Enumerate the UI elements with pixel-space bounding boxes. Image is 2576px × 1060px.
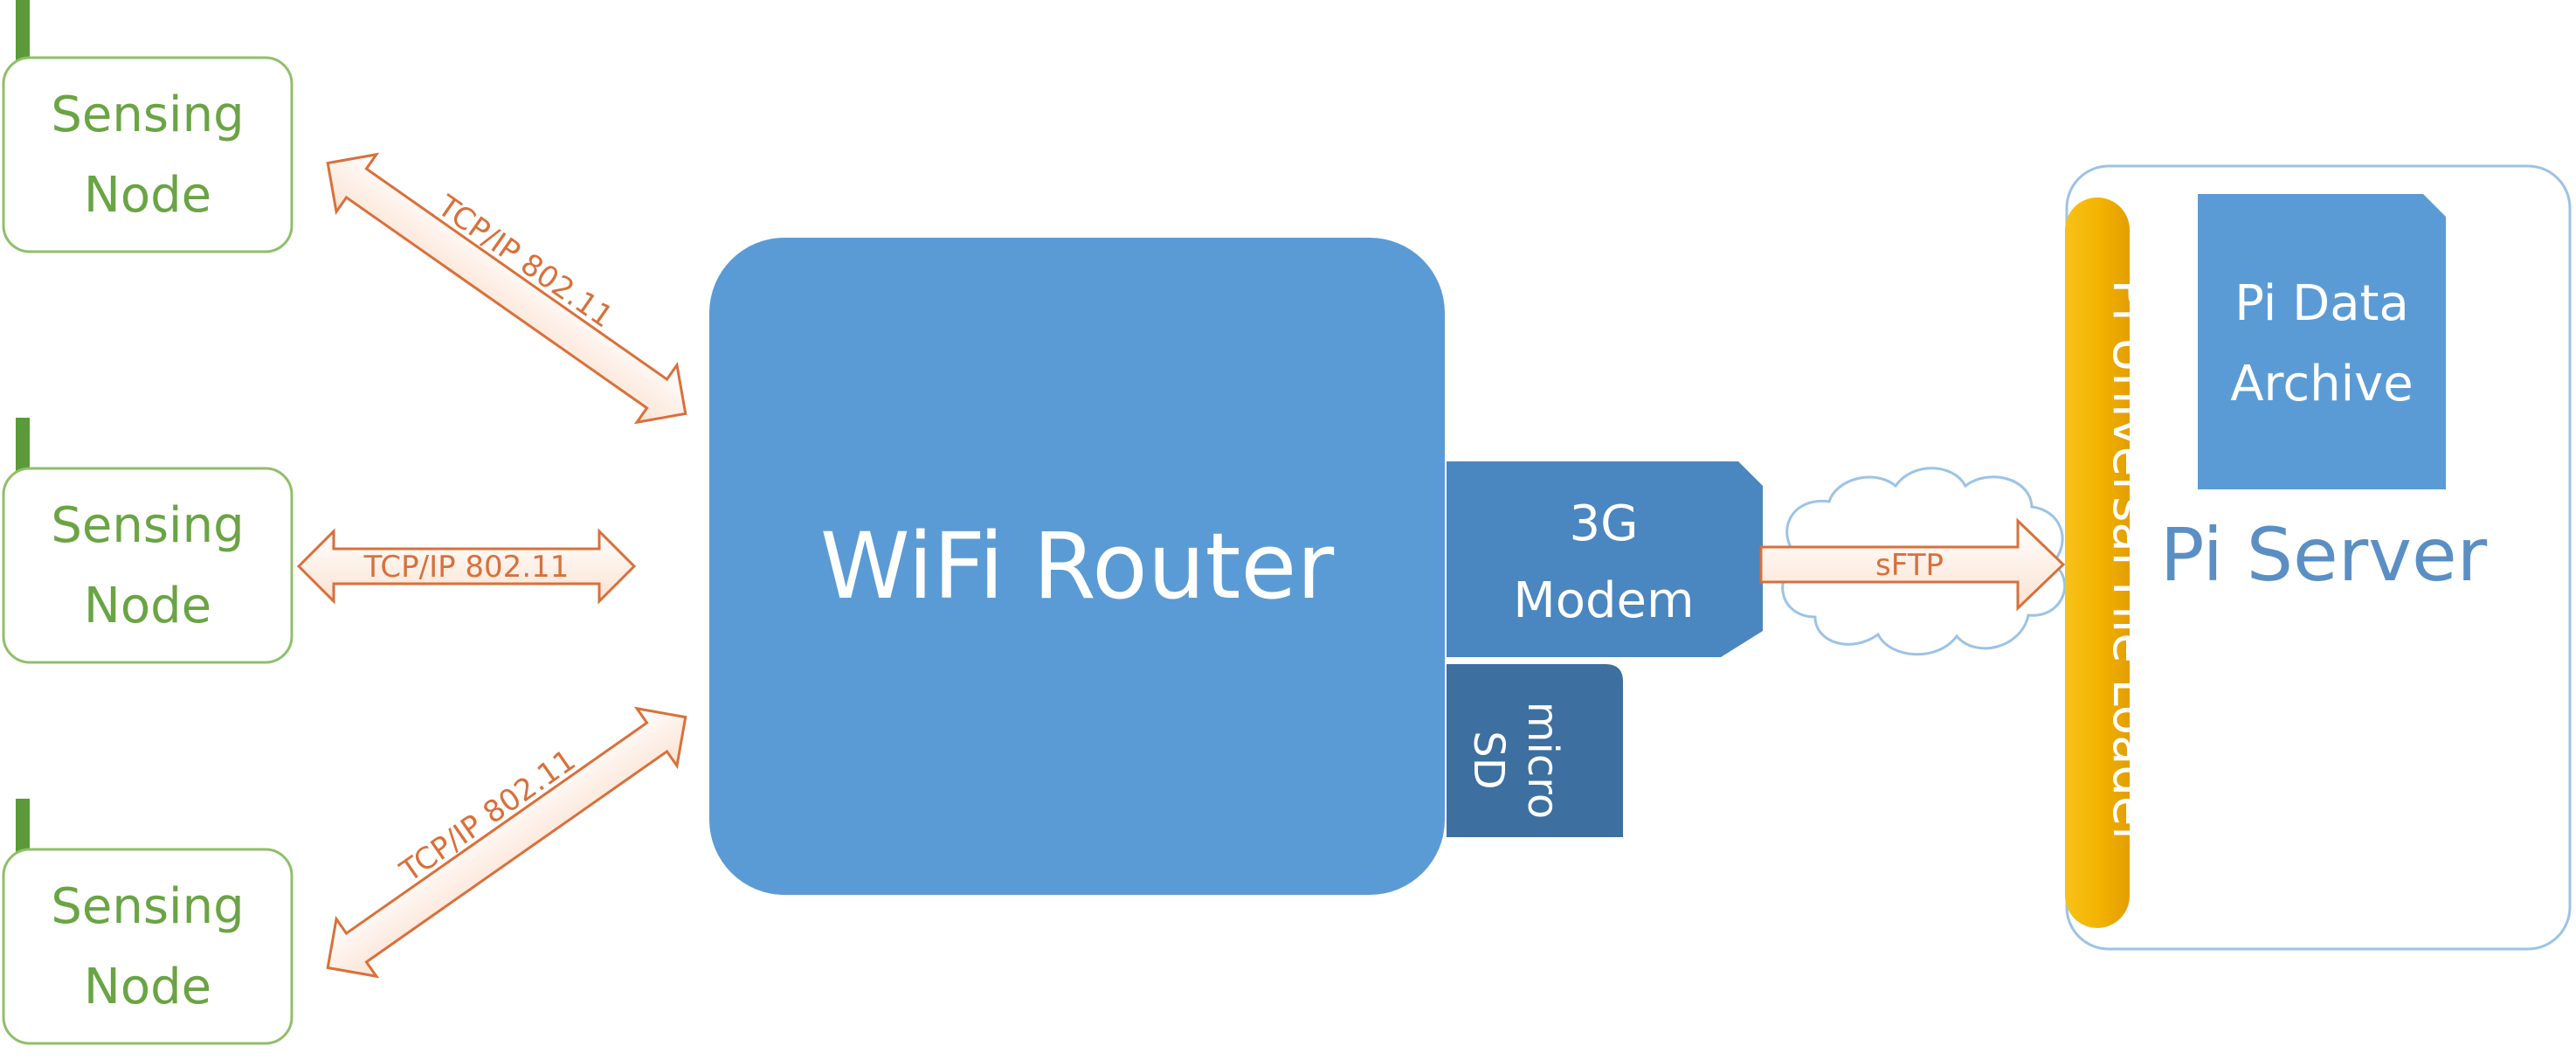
archive-box: [2198, 194, 2446, 489]
link-arrow-2: TCP/IP 802.11: [296, 528, 637, 605]
right-arrow-icon: [1759, 517, 2066, 612]
sensing-node-box: [2, 56, 294, 253]
double-arrow-icon: [326, 706, 687, 979]
sftp-label: sFTP: [1875, 548, 1944, 583]
archive-label-line2: Archive: [2230, 356, 2414, 412]
archive-label-line1: Pi Data: [2234, 275, 2409, 332]
modem-box: [1447, 461, 1763, 657]
double-arrow-icon: [296, 528, 637, 605]
sd-label-line1: micro: [1518, 702, 1567, 820]
link-arrow-1: TCP/IP 802.11: [326, 152, 687, 425]
node-label-line2: Node: [84, 167, 211, 224]
double-arrow-icon: [326, 152, 687, 425]
node-label-line2: Node: [84, 959, 211, 1015]
node-label-line1: Sensing: [51, 87, 244, 143]
router-box: [709, 238, 1445, 895]
loader-bar: [2065, 197, 2130, 928]
node-label-line1: Sensing: [51, 497, 244, 554]
router-label: WiFi Router: [820, 513, 1335, 620]
sensing-node-3: Sensing Node: [2, 799, 294, 1045]
loader-label: Pi Universal File Loader: [2102, 280, 2158, 848]
node-label-line2: Node: [84, 578, 211, 634]
node-label-line1: Sensing: [51, 878, 244, 935]
sensing-node-1: Sensing Node: [2, 0, 294, 253]
pi-universal-file-loader: Pi Universal File Loader: [2065, 197, 2158, 928]
link-arrow-3: TCP/IP 802.11: [326, 706, 687, 979]
sensing-node-2: Sensing Node: [2, 418, 294, 664]
modem-label-line1: 3G: [1569, 495, 1638, 552]
sd-card-box: [1447, 664, 1623, 837]
sd-label-line2: SD: [1464, 731, 1513, 789]
antenna-icon: [16, 0, 30, 66]
wifi-router: WiFi Router: [709, 238, 1445, 895]
sftp-arrow: sFTP: [1759, 517, 2066, 612]
link-label: TCP/IP 802.11: [363, 550, 570, 585]
sensing-node-box: [2, 467, 294, 664]
modem-label-line2: Modem: [1513, 572, 1694, 629]
3g-modem: 3G Modem: [1447, 461, 1763, 657]
sensing-node-box: [2, 848, 294, 1045]
pi-data-archive: Pi Data Archive: [2198, 194, 2446, 489]
micro-sd: micro SD: [1447, 664, 1623, 837]
server-label: Pi Server: [2160, 512, 2488, 598]
